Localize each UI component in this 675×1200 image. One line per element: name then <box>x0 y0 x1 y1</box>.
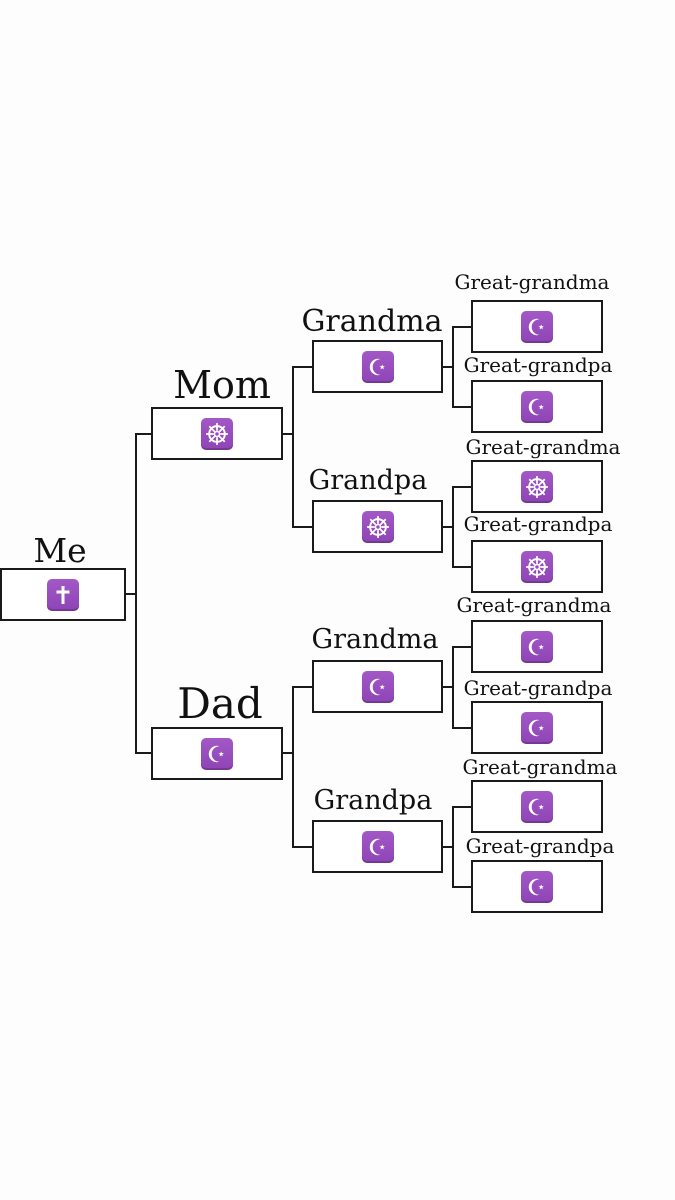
node-dad-label: Dad <box>177 679 263 728</box>
node-gg-6-label: Great-grandpa <box>463 676 613 700</box>
connector-line <box>452 486 454 567</box>
dharma-wheel-icon <box>521 470 553 503</box>
connector-line <box>452 406 471 408</box>
connector-line <box>443 686 453 688</box>
connector-line <box>135 433 151 435</box>
node-gg-2-box <box>471 380 603 433</box>
node-me-box <box>0 568 126 621</box>
connector-line <box>292 526 312 528</box>
connector-line <box>283 752 293 754</box>
connector-line <box>135 752 151 754</box>
connector-line <box>452 646 454 728</box>
star-and-crescent-icon <box>521 711 553 744</box>
node-gg-1-box <box>471 300 603 353</box>
dharma-wheel-icon <box>361 510 394 543</box>
node-gg-4-box <box>471 540 603 593</box>
node-gg-7-box <box>471 780 603 833</box>
node-gg-5-label: Great-grandma <box>456 593 612 617</box>
latin-cross-icon <box>47 578 79 611</box>
star-and-crescent-icon <box>201 737 233 770</box>
dharma-wheel-icon <box>201 417 233 450</box>
connector-line <box>443 526 453 528</box>
node-mom-label: Mom <box>173 363 271 407</box>
node-dad-grandpa-label: Grandpa <box>313 785 433 816</box>
connector-line <box>452 646 471 648</box>
node-mom-grandpa-box <box>312 500 443 553</box>
node-dad-grandpa-box <box>312 820 443 873</box>
connector-line <box>292 686 294 847</box>
connector-line <box>292 366 294 527</box>
node-gg-6-box <box>471 701 603 754</box>
node-mom-grandma-label: Grandma <box>301 304 443 339</box>
star-and-crescent-icon <box>521 630 553 663</box>
star-and-crescent-icon <box>361 350 394 383</box>
star-and-crescent-icon <box>521 390 553 423</box>
connector-line <box>452 886 471 888</box>
dharma-wheel-icon <box>521 550 553 583</box>
connector-line <box>452 326 454 407</box>
connector-line <box>443 366 453 368</box>
node-mom-grandma-box <box>312 340 443 393</box>
connector-line <box>292 846 312 848</box>
connector-line <box>292 686 312 688</box>
node-gg-8-box <box>471 860 603 913</box>
connector-line <box>452 727 471 729</box>
node-mom-grandpa-label: Grandpa <box>308 465 428 496</box>
node-gg-4-label: Great-grandpa <box>463 512 613 536</box>
node-dad-grandma-box <box>312 660 443 713</box>
connector-line <box>452 806 471 808</box>
connector-line <box>452 566 471 568</box>
connector-line <box>452 486 471 488</box>
star-and-crescent-icon <box>521 310 553 343</box>
node-me-label: Me <box>33 531 87 570</box>
connector-line <box>452 326 471 328</box>
connector-line <box>452 806 454 887</box>
node-dad-box <box>151 727 283 780</box>
star-and-crescent-icon <box>521 790 553 823</box>
connector-line <box>135 433 137 753</box>
connector-line <box>443 846 453 848</box>
star-and-crescent-icon <box>521 870 553 903</box>
node-gg-5-box <box>471 620 603 673</box>
connector-line <box>283 433 293 435</box>
star-and-crescent-icon <box>361 670 394 703</box>
node-gg-3-box <box>471 460 603 513</box>
node-mom-box <box>151 407 283 460</box>
connector-line <box>126 593 136 595</box>
node-gg-2-label: Great-grandpa <box>463 353 613 377</box>
node-dad-grandma-label: Grandma <box>311 624 439 655</box>
node-gg-3-label: Great-grandma <box>465 435 621 459</box>
node-gg-8-label: Great-grandpa <box>465 834 615 858</box>
node-gg-7-label: Great-grandma <box>462 755 618 779</box>
node-gg-1-label: Great-grandma <box>454 270 610 294</box>
connector-line <box>292 366 312 368</box>
star-and-crescent-icon <box>361 830 394 863</box>
